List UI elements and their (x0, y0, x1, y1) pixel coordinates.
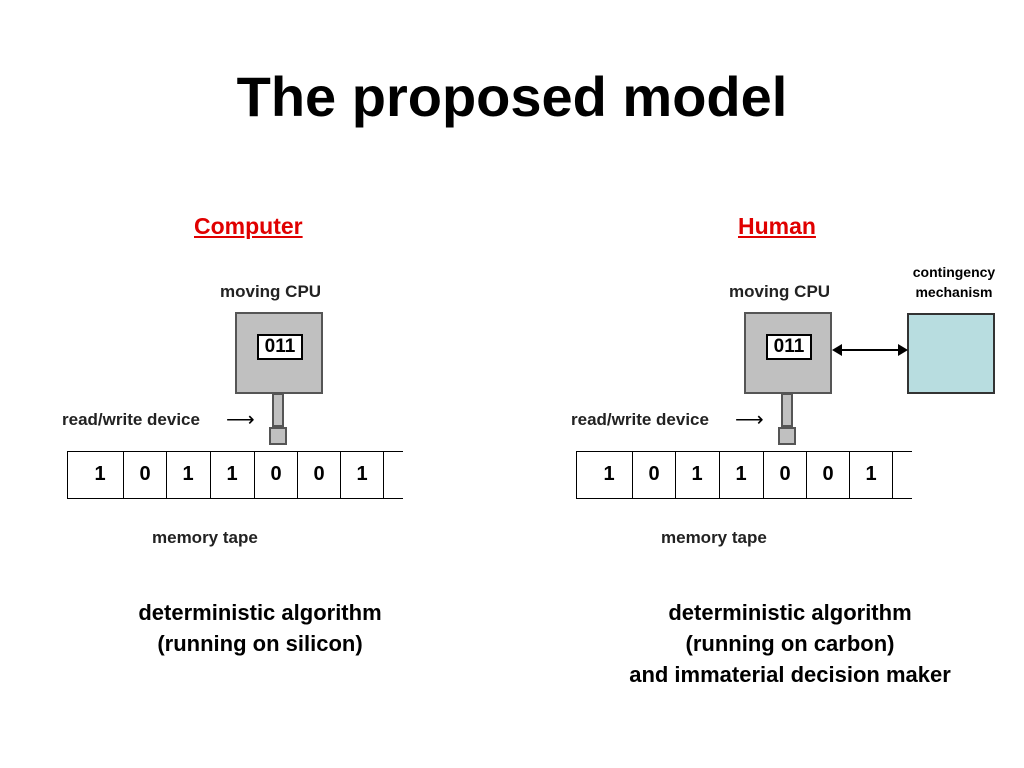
caption-line: deterministic algorithm (138, 600, 382, 625)
tape-cell: 1 (691, 463, 703, 485)
tape-cell: 0 (313, 463, 325, 485)
tape-cell: 0 (779, 463, 791, 485)
tape-cell: 1 (735, 463, 747, 485)
tape-cell: 1 (865, 463, 877, 485)
tape-cell: 0 (822, 463, 834, 485)
computer-caption: deterministic algorithm (running on sili… (60, 597, 460, 659)
slide-title: The proposed model (236, 65, 788, 128)
contingency-mechanism-box (907, 313, 995, 394)
caption-line: and immaterial decision maker (629, 662, 951, 687)
computer-cpu-state: 011 (257, 334, 303, 360)
tape-cell: 1 (94, 463, 106, 485)
human-cpu-box: 011 (744, 312, 832, 394)
human-cpu-label: moving CPU (729, 282, 831, 301)
caption-line: (running on silicon) (157, 631, 363, 656)
human-rw-arrow-icon: ⟶ (735, 409, 764, 431)
tape-cell: 1 (226, 463, 238, 485)
contingency-label-line: mechanism (915, 284, 993, 300)
contingency-label: contingency mechanism (894, 262, 1014, 302)
tape-cell: 1 (356, 463, 368, 485)
tape-cell: 0 (648, 463, 660, 485)
computer-memory-tape: 1 0 1 1 0 0 1 (67, 451, 403, 499)
tape-cell: 1 (182, 463, 194, 485)
computer-rw-arrow-icon: ⟶ (226, 409, 255, 431)
human-caption: deterministic algorithm (running on carb… (590, 597, 990, 690)
computer-tape-label: memory tape (152, 528, 258, 547)
computer-rw-label: read/write device (62, 410, 200, 429)
human-rw-label: read/write device (571, 410, 709, 429)
computer-heading: Computer (194, 213, 303, 239)
human-cpu-state: 011 (766, 334, 812, 360)
caption-line: deterministic algorithm (668, 600, 912, 625)
human-head-stem (781, 393, 793, 427)
human-read-write-head (778, 427, 796, 445)
human-tape-label: memory tape (661, 528, 767, 547)
caption-line: (running on carbon) (685, 631, 895, 656)
computer-read-write-head (269, 427, 287, 445)
computer-head-stem (272, 393, 284, 427)
double-arrow-icon (832, 344, 908, 356)
tape-cell: 0 (270, 463, 282, 485)
contingency-label-line: contingency (912, 264, 996, 280)
computer-cpu-label: moving CPU (220, 282, 322, 301)
computer-cpu-box: 011 (235, 312, 323, 394)
tape-cell: 1 (603, 463, 615, 485)
tape-cell: 0 (139, 463, 151, 485)
human-memory-tape: 1 0 1 1 0 0 1 (576, 451, 912, 499)
human-heading: Human (738, 213, 816, 239)
